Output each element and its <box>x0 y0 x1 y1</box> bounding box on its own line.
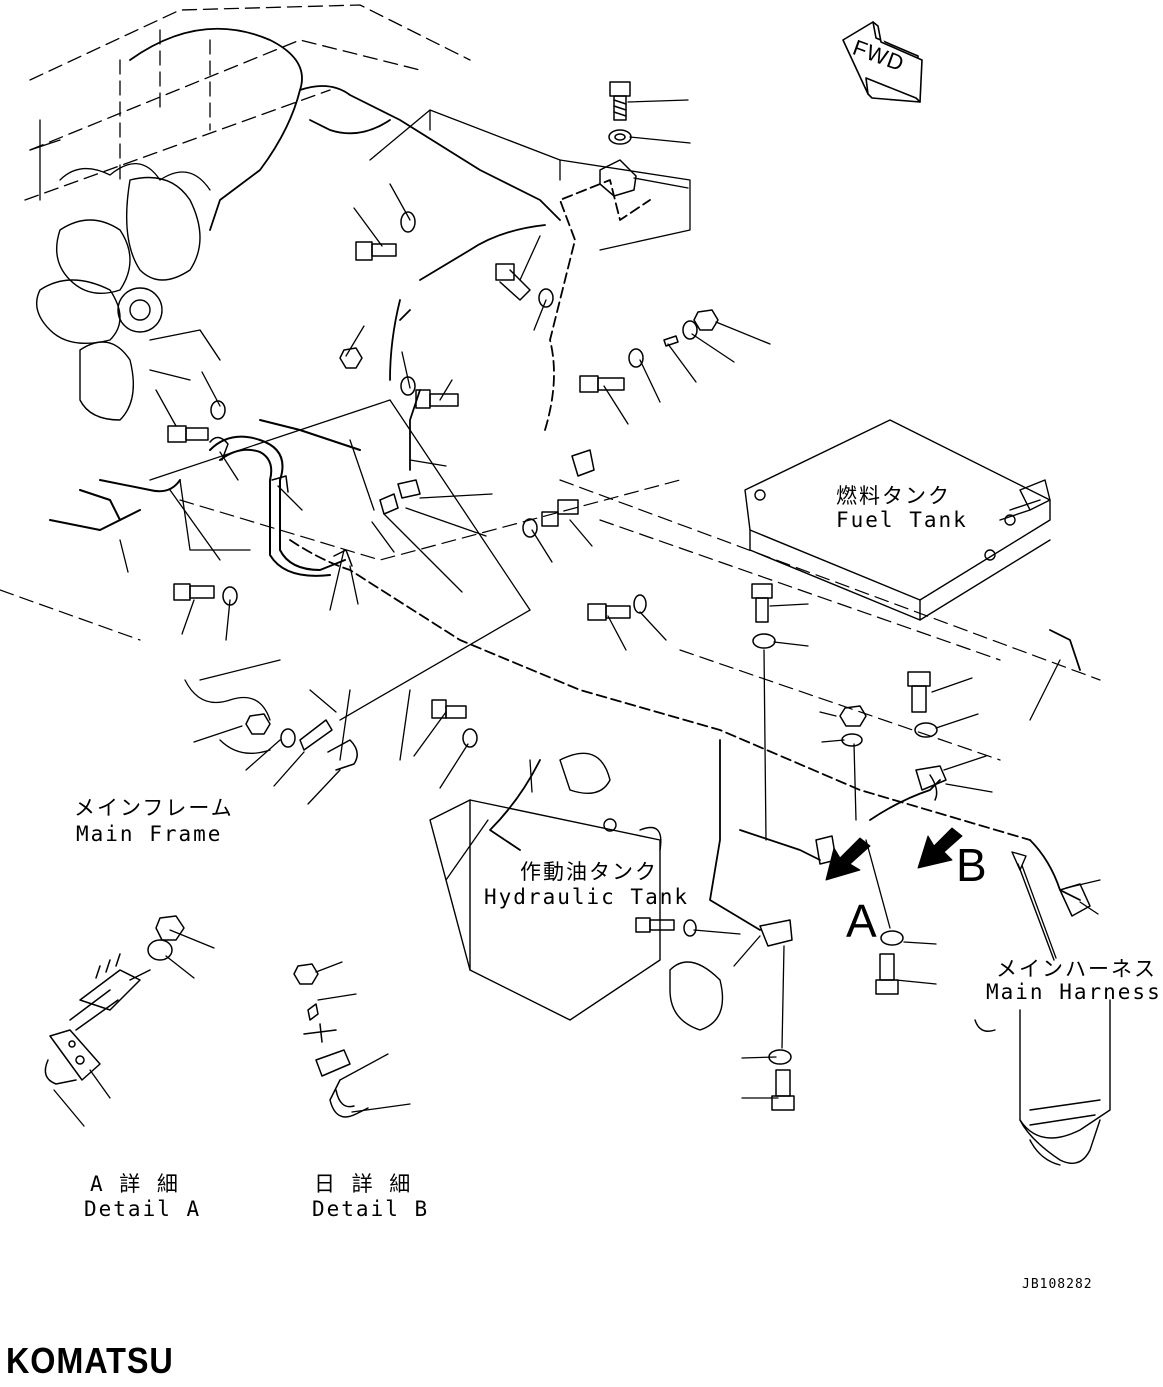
fuel-tank-body <box>744 419 1051 621</box>
upper-frame-box <box>369 109 691 251</box>
lower-left-machinery <box>184 659 411 761</box>
fwd-arrow-icon <box>842 21 923 103</box>
nuts <box>155 309 867 985</box>
main-harness-arrow <box>1011 851 1055 961</box>
drawing-code: JB108282 <box>1022 1277 1093 1292</box>
hydraulic-tank-label-jp: 作動油タンク <box>520 860 658 884</box>
hydraulic-tank-body <box>429 752 724 1031</box>
main-harness-wire <box>289 179 1031 841</box>
main-harness-label-jp: メインハーネス <box>996 957 1157 981</box>
fuel-tank-label-jp: 燃料タンク <box>836 484 951 508</box>
detail-b-sketch <box>303 1003 369 1118</box>
clamps <box>209 159 1091 947</box>
harness-upper-route <box>129 27 561 471</box>
washers <box>147 129 938 1065</box>
bolts <box>167 81 931 1111</box>
engine-outline <box>24 4 471 201</box>
hydraulic-tank-label-en: Hydraulic Tank <box>484 885 690 909</box>
detail-a-sketch <box>44 953 151 1085</box>
detail-b-label-jp: 日 詳 細 <box>314 1172 413 1196</box>
main-harness-label-en: Main Harness <box>986 980 1162 1004</box>
harness-left-hose <box>49 419 361 577</box>
komatsu-logo: KOMATSU <box>6 1340 174 1381</box>
view-a-letter: A <box>846 895 877 947</box>
view-b-letter: B <box>956 839 987 891</box>
cooling-fan <box>36 176 221 421</box>
leader-lines <box>53 99 1101 1127</box>
detail-a-label-en: Detail A <box>84 1197 202 1221</box>
main-frame-box <box>149 399 531 721</box>
view-arrows <box>825 827 963 881</box>
engine-block <box>29 119 211 201</box>
detail-a-label-jp: A 詳 細 <box>90 1172 180 1196</box>
lift-cylinder <box>974 999 1111 1166</box>
detail-b-label-en: Detail B <box>312 1197 430 1221</box>
main-frame-guide-lines <box>0 479 1101 761</box>
main-frame-label-jp: メインフレーム <box>74 796 234 820</box>
fuel-tank-label-en: Fuel Tank <box>836 508 968 532</box>
main-frame-label-en: Main Frame <box>76 822 223 846</box>
